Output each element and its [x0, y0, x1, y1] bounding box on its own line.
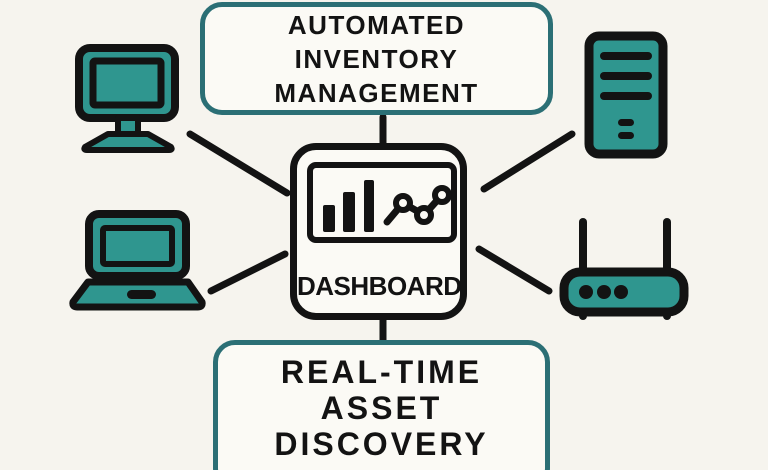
node-dashboard: DASHBOARD	[290, 143, 467, 320]
node-label: REAL-TIME ASSET DISCOVERY	[274, 354, 489, 462]
connector-router	[475, 245, 553, 295]
connector-laptop	[207, 250, 289, 295]
connector-server	[480, 130, 576, 193]
desktop-computer-icon	[75, 44, 179, 153]
wifi-router-icon	[559, 218, 689, 320]
dashboard-label: DASHBOARD	[297, 271, 462, 301]
connector-desktop	[186, 130, 291, 197]
dashboard-screen-icon	[307, 162, 457, 243]
line-graph-icon	[383, 185, 452, 226]
node-label: AUTOMATED INVENTORY MANAGEMENT	[274, 9, 479, 108]
bar-chart-icon	[323, 180, 374, 232]
node-real-time-asset-discovery: REAL-TIME ASSET DISCOVERY	[213, 340, 550, 470]
node-automated-inventory-management: AUTOMATED INVENTORY MANAGEMENT	[200, 2, 553, 115]
laptop-icon	[69, 210, 206, 311]
server-tower-icon	[584, 31, 668, 159]
